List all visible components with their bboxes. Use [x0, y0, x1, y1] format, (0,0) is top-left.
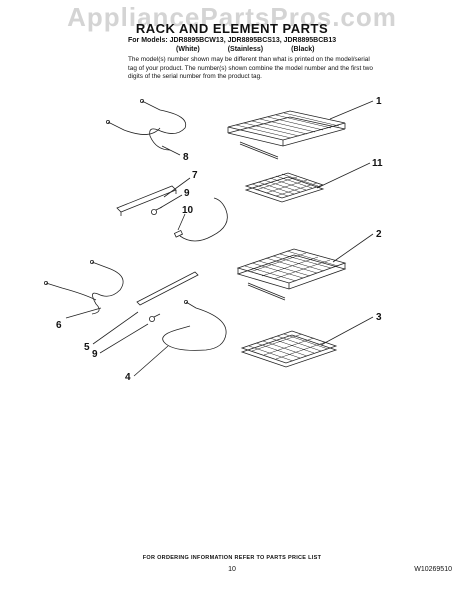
element-6-drawing	[44, 259, 124, 315]
bracket-7-drawing	[116, 185, 177, 216]
model-note: The model(s) number shown may be differe…	[128, 56, 373, 80]
model-variants: (White) (Stainless) (Black)	[176, 46, 342, 53]
variant-black: (Black)	[291, 46, 315, 53]
leader-lines	[65, 100, 374, 377]
screw-9b-drawing	[148, 313, 161, 322]
rack-2-drawing	[236, 248, 347, 301]
callout-3: 3	[376, 312, 382, 323]
rack-1-drawing	[227, 110, 346, 160]
variant-stainless: (Stainless)	[227, 46, 264, 53]
rack-11-drawing	[244, 172, 325, 203]
callout-8: 8	[183, 152, 189, 163]
callout-10: 10	[182, 205, 194, 216]
callout-9-top: 9	[184, 188, 190, 199]
page-number: 10	[228, 566, 236, 573]
callout-9-bottom: 9	[92, 349, 98, 360]
callout-4: 4	[125, 372, 131, 383]
rack-3-drawing	[240, 330, 338, 368]
watermark: AppliancePartsPros.com	[67, 2, 397, 32]
ordering-note: FOR ORDERING INFORMATION REFER TO PARTS …	[142, 555, 322, 561]
element-8-drawing	[106, 99, 187, 151]
element-4-drawing	[162, 299, 227, 351]
model-list: For Models: JDR8895BCW13, JDR8895BCS13, …	[128, 37, 337, 44]
callout-2: 2	[376, 229, 382, 240]
document-number: W10269510	[414, 566, 452, 573]
callout-7: 7	[192, 170, 198, 181]
callout-1: 1	[376, 96, 382, 107]
callout-11: 11	[372, 158, 383, 169]
page-title: RACK AND ELEMENT PARTS	[135, 21, 329, 36]
callout-5: 5	[84, 342, 90, 353]
variant-white: (White)	[176, 46, 200, 53]
rail-5-drawing	[136, 271, 199, 306]
callout-6: 6	[56, 320, 62, 331]
sensor-10-drawing	[173, 197, 228, 242]
